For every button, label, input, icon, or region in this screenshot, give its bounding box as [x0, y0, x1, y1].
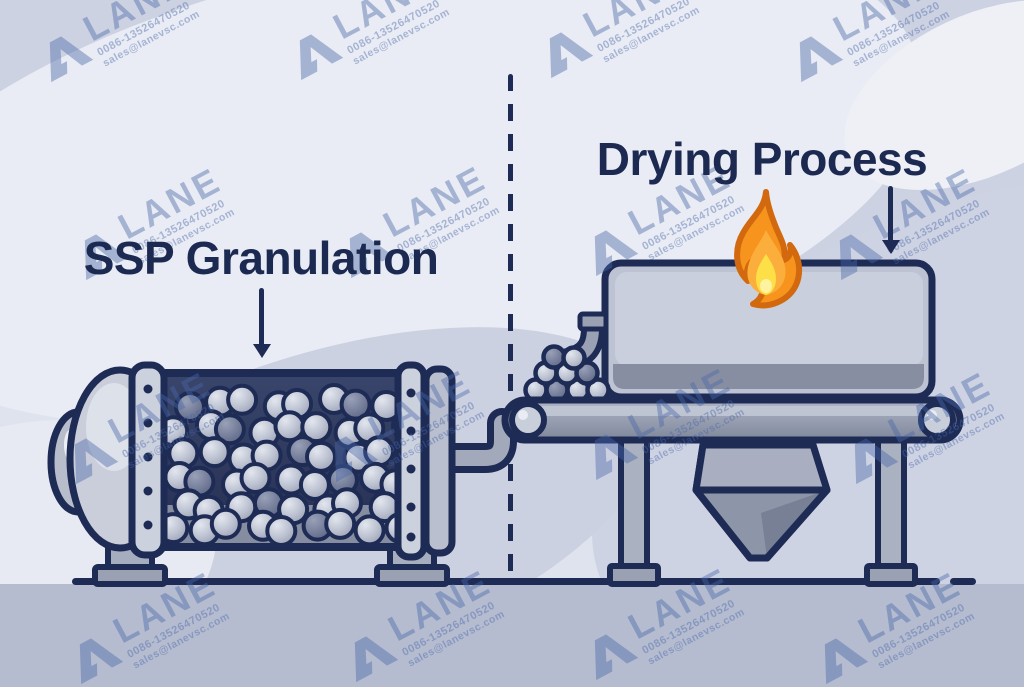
- granule-ball: [209, 507, 242, 540]
- arrow-head: [253, 344, 271, 358]
- arrow-shaft: [888, 186, 893, 242]
- granulator-flange-left: [128, 361, 168, 559]
- granule-ball: [305, 440, 337, 473]
- ssp-granulation-label: SSP Granulation: [83, 232, 439, 284]
- ground-line: [72, 578, 940, 585]
- rotary-drum-granulator: [47, 361, 517, 587]
- granule-ball: [213, 413, 246, 446]
- granule-ball: [226, 383, 259, 416]
- granule-ball: [368, 491, 398, 524]
- conveyor-belt: [501, 396, 964, 444]
- granule-ball: [198, 436, 231, 469]
- transfer-pipe: [433, 408, 517, 473]
- belt-roller-left: [509, 401, 547, 439]
- granule-ball: [353, 514, 386, 545]
- granule-ball: [174, 391, 206, 423]
- divider-dashed-line: [508, 74, 513, 581]
- granule-ball: [324, 507, 357, 540]
- drying-process-label: Drying Process: [596, 133, 928, 185]
- granule-balls: [166, 383, 398, 545]
- granulator-flange-right: [394, 361, 456, 561]
- ground-line-dash: [950, 578, 976, 585]
- floor: [0, 584, 1024, 687]
- granule-ball: [370, 390, 398, 422]
- granule-ball: [265, 515, 298, 545]
- granule-ball: [239, 462, 272, 494]
- dryer-and-conveyor: [501, 189, 964, 587]
- arrow-head: [882, 240, 900, 254]
- granulator-drum: [154, 369, 406, 551]
- granule-ball: [300, 411, 333, 444]
- granule-ball: [166, 512, 190, 545]
- discharge-hopper: [692, 441, 831, 562]
- belt-roller-right: [918, 401, 956, 439]
- flame-icon: [734, 189, 803, 309]
- granule-ball: [363, 435, 396, 468]
- arrow-shaft: [259, 288, 264, 346]
